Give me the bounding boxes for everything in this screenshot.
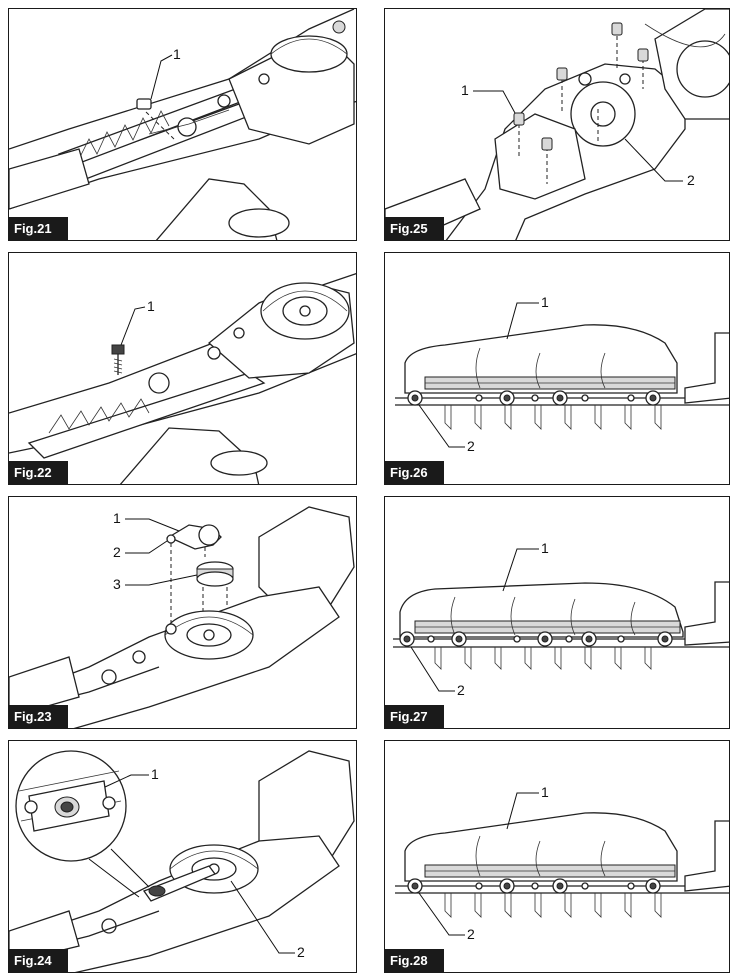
fig25-callout-2: 2: [687, 172, 695, 188]
figure-21-panel: 1 Fig.21: [8, 8, 357, 241]
fig27-illustration: [393, 581, 729, 670]
figure-27-panel: 1 2 Fig.27: [384, 496, 730, 729]
figure-24-panel: 1 2 Fig.24: [8, 740, 357, 973]
fig27-label: Fig.27: [385, 705, 444, 728]
fig24-callout-2: 2: [297, 944, 305, 960]
figure-28-panel: 1 2 Fig.28: [384, 740, 730, 973]
figure-22-panel: 1 Fig.22: [8, 252, 357, 485]
fig22-illustration: [9, 272, 356, 484]
fig26-illustration: [395, 324, 729, 430]
fig24-callout-1: 1: [151, 766, 159, 782]
fig24-label: Fig.24: [9, 949, 68, 972]
figure-25-panel: 1 2 Fig.25: [384, 8, 730, 241]
fig25-illustration: [385, 9, 729, 240]
figure-23-panel: 1 2 3 Fig.23: [8, 496, 357, 729]
fig28-callout-2: 2: [467, 926, 475, 942]
figure-26-panel: 1 2 Fig.26: [384, 252, 730, 485]
fig23-label: Fig.23: [9, 705, 68, 728]
fig23-illustration: [9, 506, 355, 728]
fig24-illustration: [9, 750, 355, 972]
fig23-callout-2: 2: [113, 544, 121, 560]
fig26-label: Fig.26: [385, 461, 444, 484]
fig21-illustration: [9, 9, 356, 240]
fig27-callout-1: 1: [541, 540, 549, 556]
fig22-callout-1: 1: [147, 298, 155, 314]
fig23-callout-1: 1: [113, 510, 121, 526]
fig28-callout-1: 1: [541, 784, 549, 800]
fig23-callout-3: 3: [113, 576, 121, 592]
fig21-label: Fig.21: [9, 217, 68, 240]
fig22-label: Fig.22: [9, 461, 68, 484]
fig28-label: Fig.28: [385, 949, 444, 972]
fig25-label: Fig.25: [385, 217, 444, 240]
fig26-callout-1: 1: [541, 294, 549, 310]
fig21-callout-1: 1: [173, 46, 181, 62]
fig28-illustration: [395, 812, 729, 918]
fig26-callout-2: 2: [467, 438, 475, 454]
fig25-callout-1: 1: [461, 82, 469, 98]
fig27-callout-2: 2: [457, 682, 465, 698]
